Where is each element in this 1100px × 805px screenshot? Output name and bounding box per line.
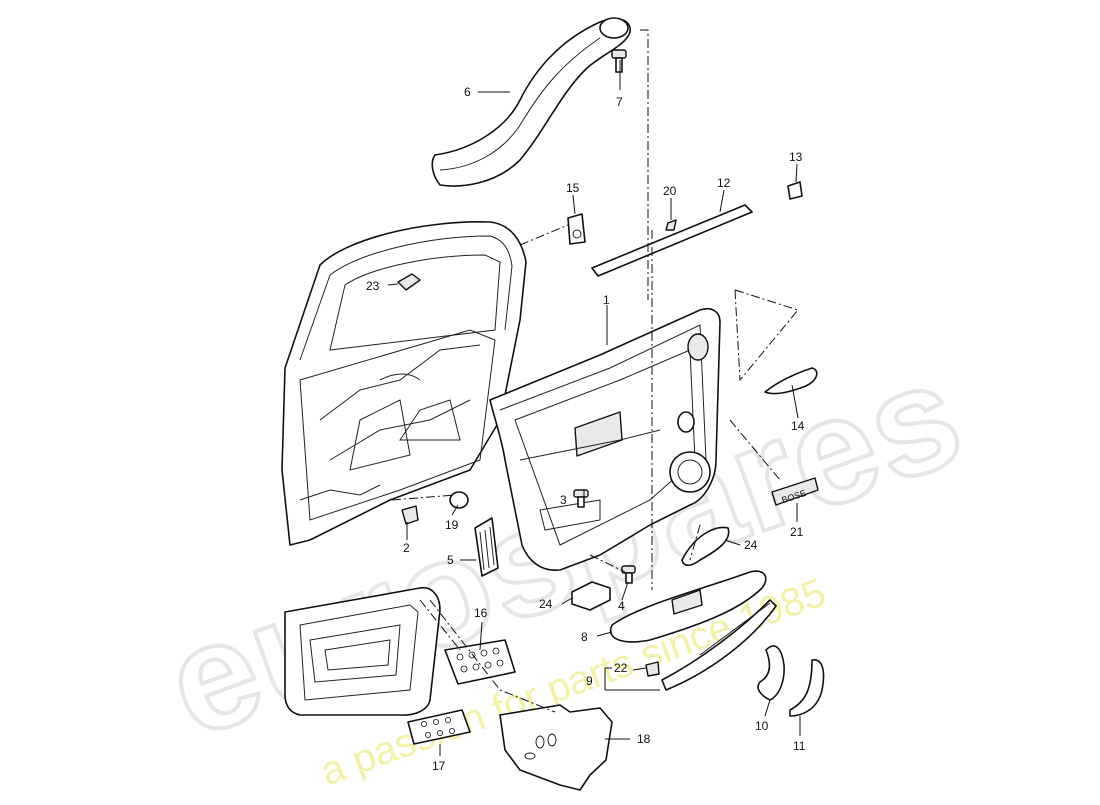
callout-24-armrest: 24 <box>744 538 758 552</box>
callout-17: 17 <box>432 759 446 773</box>
part-6-upper-trim <box>431 17 631 187</box>
callout-3: 3 <box>560 493 567 507</box>
part-14-inner-handle <box>764 367 818 395</box>
part-23-clip <box>397 273 421 291</box>
part-24-switch-housing <box>571 581 611 611</box>
callout-23: 23 <box>366 279 380 293</box>
part-24-armrest-cover <box>681 526 730 567</box>
part-10-cover <box>757 645 785 701</box>
callout-7: 7 <box>616 95 623 109</box>
part-5-speaker-grille <box>474 517 499 577</box>
part-4-screw <box>621 565 636 584</box>
part-18-water-shield <box>499 704 613 791</box>
callout-18: 18 <box>637 732 651 746</box>
part-19-cap <box>449 491 469 509</box>
callout-13: 13 <box>789 150 803 164</box>
callout-24-lower: 24 <box>539 597 553 611</box>
callout-9: 9 <box>586 674 593 688</box>
callout-12: 12 <box>717 176 731 190</box>
callout-19: 19 <box>445 518 459 532</box>
callout-22: 22 <box>614 661 628 675</box>
door-carrier-frame <box>284 586 441 716</box>
door-frame <box>281 221 527 546</box>
part-12-trim-strip <box>591 204 753 277</box>
callout-15: 15 <box>566 181 580 195</box>
part-13-cap <box>787 181 803 200</box>
part-11-cover <box>789 659 825 717</box>
callout-20: 20 <box>663 184 677 198</box>
callout-6: 6 <box>464 85 471 99</box>
assembly-lines <box>391 29 799 713</box>
part-2-grommet <box>401 505 419 525</box>
part-7-screw <box>611 49 627 73</box>
part-20-clip <box>665 219 677 231</box>
part-9-lower-strip <box>661 599 777 691</box>
callout-2: 2 <box>403 541 410 555</box>
callout-16: 16 <box>474 606 488 620</box>
callout-11: 11 <box>793 739 806 753</box>
callout-8: 8 <box>581 630 588 644</box>
leader-lines <box>387 60 801 756</box>
callout-1: 1 <box>603 293 610 307</box>
part-15-bracket <box>567 213 586 245</box>
callout-21: 21 <box>790 525 804 539</box>
callout-5: 5 <box>447 553 454 567</box>
callout-4: 4 <box>618 599 625 613</box>
part-22-clip <box>645 661 660 677</box>
callout-10: 10 <box>755 719 769 733</box>
callout-numbers: 1 2 3 4 5 6 7 8 9 10 11 12 13 14 15 16 1… <box>366 85 806 773</box>
callout-14: 14 <box>791 419 805 433</box>
part-8-armrest <box>609 570 767 643</box>
part-17-pad <box>407 709 471 745</box>
